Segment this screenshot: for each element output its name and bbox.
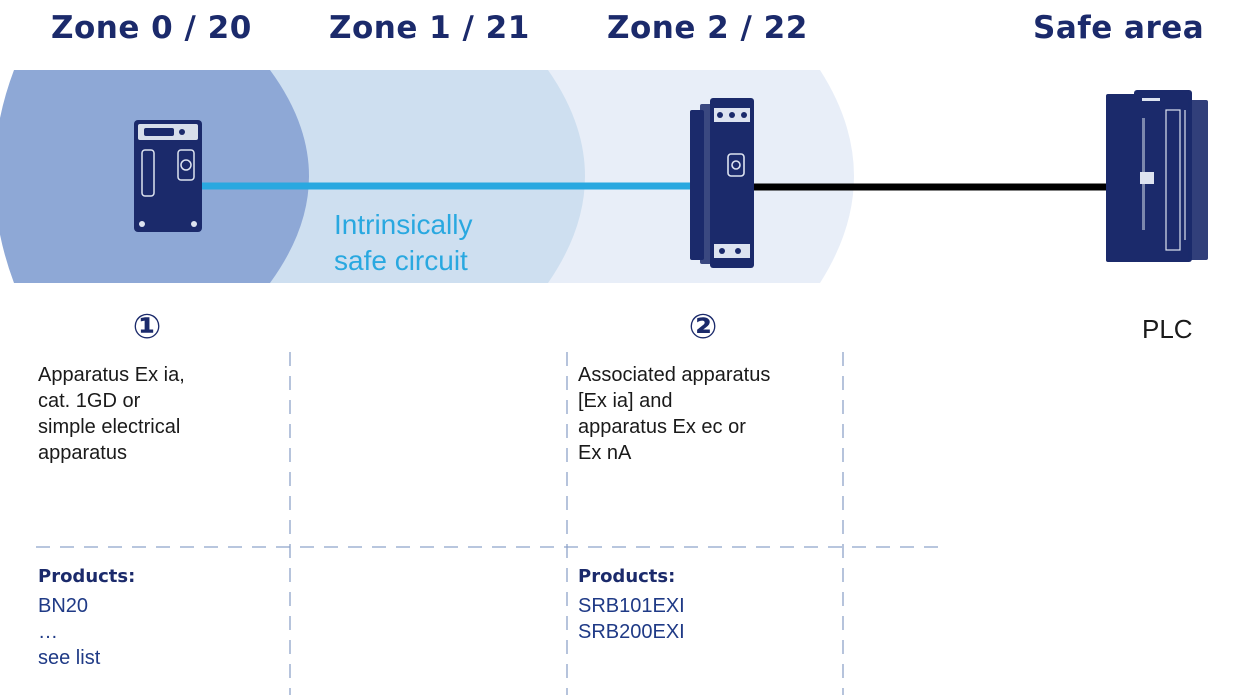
plc-icon (1106, 90, 1208, 262)
device-2-product-list: SRB101EXI SRB200EXI (578, 593, 685, 645)
device-1-products-title: Products: (38, 566, 136, 587)
product-ellipsis: … (38, 621, 58, 643)
zone-0-inner-edge (0, 70, 14, 283)
safety-relay-icon (690, 98, 754, 268)
product-link-bn20[interactable]: BN20 (38, 595, 89, 617)
safe-area-title: Safe area (1033, 10, 1205, 46)
plc-label: PLC (1142, 314, 1193, 344)
device-2-number: ② (688, 308, 718, 346)
zone-2-title: Zone 2 / 22 (607, 10, 808, 46)
intrinsically-safe-circuit-label: Intrinsically safe circuit (334, 209, 473, 276)
product-link-srb101exi[interactable]: SRB101EXI (578, 595, 685, 617)
product-link-srb200exi[interactable]: SRB200EXI (578, 621, 685, 643)
device-2-description: Associated apparatus [Ex ia] and apparat… (578, 364, 771, 464)
see-list-link[interactable]: see list (38, 647, 101, 669)
zone-diagram (0, 70, 1208, 283)
device-1-number: ① (132, 308, 162, 346)
zone-0-title: Zone 0 / 20 (51, 10, 252, 46)
device-2-products-title: Products: (578, 566, 676, 587)
device-1-description: Apparatus Ex ia, cat. 1GD or simple elec… (38, 364, 185, 464)
zone-1-band (230, 70, 585, 283)
zone-1-title: Zone 1 / 21 (329, 10, 530, 46)
sensor-icon (134, 120, 202, 232)
device-1-product-list: BN20 … see list (38, 593, 100, 671)
zone-2-band (520, 70, 854, 283)
